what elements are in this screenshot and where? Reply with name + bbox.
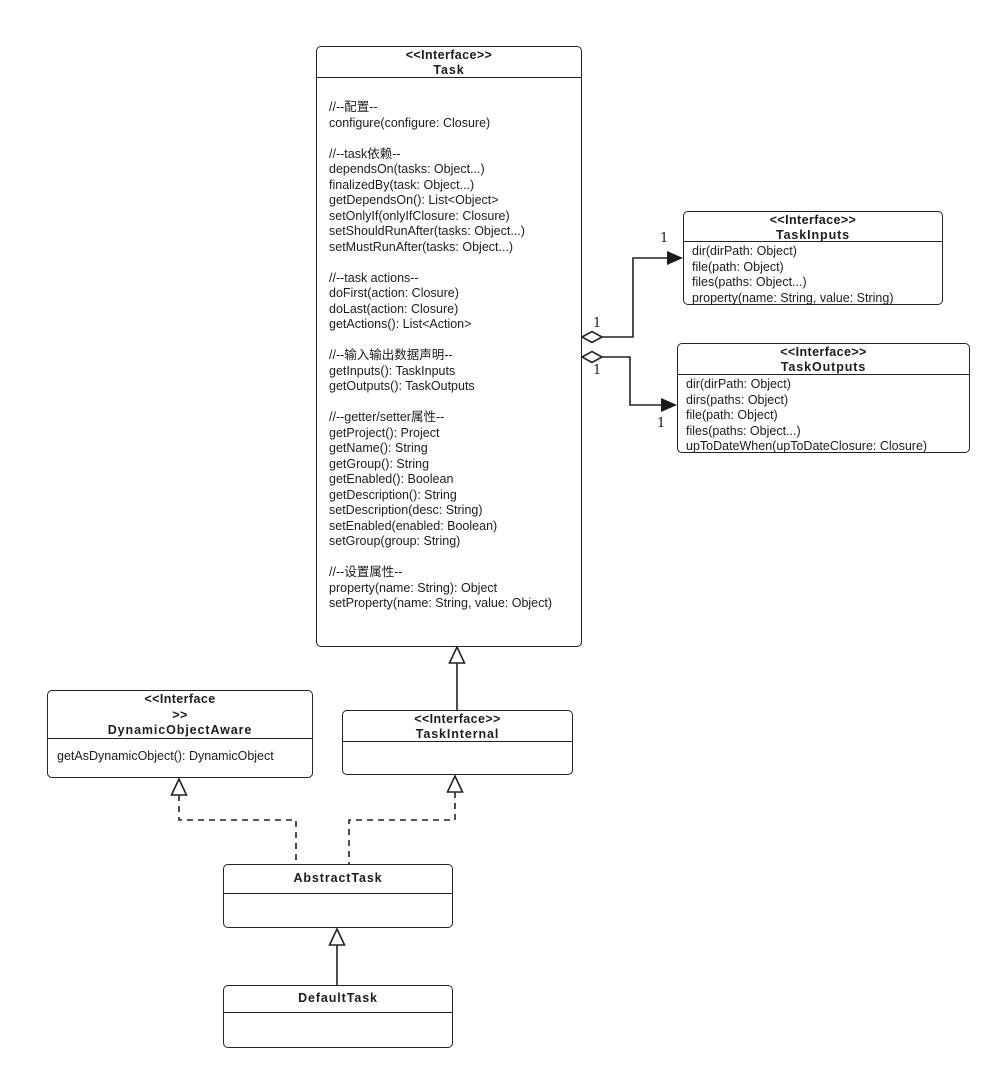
class-task-method-list: //--配置-- configure(configure: Closure) /… — [329, 100, 553, 610]
filled-arrowhead-icon — [661, 398, 677, 412]
class-task-header: <<Interface>> Task — [317, 47, 581, 78]
class-defaulttask-header: DefaultTask — [224, 986, 452, 1013]
multiplicity-label-task-outputs-end: 1 — [593, 363, 602, 378]
class-taskinputs: <<Interface>> TaskInputs dir(dirPath: Ob… — [683, 211, 943, 305]
hollow-triangle-icon — [328, 927, 346, 946]
class-abstracttask: AbstractTask — [223, 864, 453, 928]
class-taskinternal-name: TaskInternal — [415, 726, 500, 741]
multiplicity-label-task-inputs-end: 1 — [593, 316, 602, 331]
class-taskinternal-header: <<Interface>> TaskInternal — [343, 711, 572, 742]
multiplicity-label-taskoutputs-end: 1 — [657, 416, 666, 431]
class-taskinputs-method-list: dir(dirPath: Object) file(path: Object) … — [692, 244, 894, 305]
class-taskoutputs: <<Interface>> TaskOutputs dir(dirPath: O… — [677, 343, 970, 453]
class-taskinputs-stereotype: <<Interface>> — [769, 213, 857, 227]
generalization-taskinternal-task — [448, 645, 466, 710]
class-taskoutputs-name: TaskOutputs — [780, 359, 867, 374]
realization-abstracttask-dynamicobjectaware — [170, 777, 297, 864]
realization-abstracttask-taskinternal — [348, 774, 464, 864]
class-taskoutputs-method-list: dir(dirPath: Object) dirs(paths: Object)… — [686, 377, 928, 453]
class-dynamicobjectaware-stereotype: <<Interface >> — [144, 692, 216, 722]
class-dynamicobjectaware-method-list: getAsDynamicObject(): DynamicObject — [57, 749, 274, 763]
class-taskoutputs-stereotype: <<Interface>> — [780, 345, 867, 359]
multiplicity-label-taskinputs-end: 1 — [660, 231, 669, 246]
class-taskinputs-name: TaskInputs — [775, 227, 851, 242]
class-task-name: Task — [433, 62, 465, 77]
class-defaulttask-name: DefaultTask — [298, 991, 378, 1005]
class-task-stereotype: <<Interface>> — [405, 48, 493, 62]
filled-arrowhead-icon — [667, 251, 683, 265]
class-abstracttask-header: AbstractTask — [224, 865, 452, 894]
hollow-triangle-icon — [446, 774, 464, 793]
class-dynamicobjectaware: <<Interface >> DynamicObjectAware getAsD… — [47, 690, 313, 778]
class-task: <<Interface>> Task //--配置-- configure(co… — [316, 46, 582, 647]
hollow-triangle-icon — [448, 645, 466, 664]
class-taskinternal: <<Interface>> TaskInternal — [342, 710, 573, 775]
aggregation-task-taskinputs — [580, 251, 683, 344]
aggregation-task-taskoutputs — [580, 350, 677, 412]
class-taskoutputs-header: <<Interface>> TaskOutputs — [678, 344, 969, 375]
class-dynamicobjectaware-header: <<Interface >> DynamicObjectAware — [48, 691, 312, 739]
hollow-triangle-icon — [170, 777, 188, 796]
class-abstracttask-name: AbstractTask — [293, 871, 383, 885]
generalization-defaulttask-abstracttask — [328, 927, 346, 985]
aggregation-diamond-icon — [580, 330, 604, 344]
class-dynamicobjectaware-name: DynamicObjectAware — [107, 723, 253, 737]
class-defaulttask: DefaultTask — [223, 985, 453, 1048]
class-taskinputs-header: <<Interface>> TaskInputs — [684, 212, 942, 242]
aggregation-diamond-icon — [580, 350, 604, 364]
class-taskinternal-stereotype: <<Interface>> — [414, 712, 501, 726]
